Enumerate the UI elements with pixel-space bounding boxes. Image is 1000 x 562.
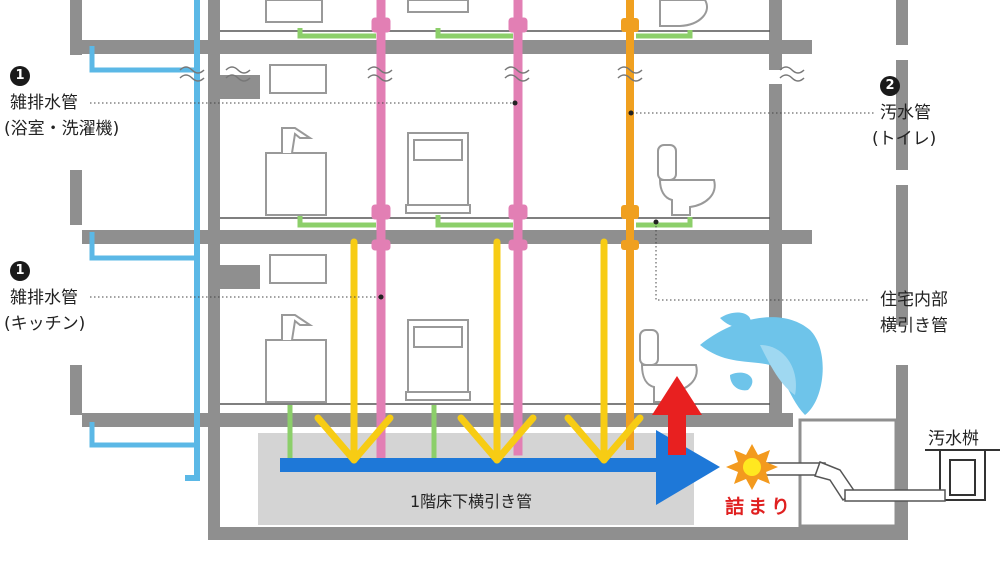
- break-marks: [179, 66, 805, 82]
- leader-dots: [378, 100, 659, 300]
- crawlspace: [258, 433, 694, 525]
- backflow-arrow: [652, 376, 702, 455]
- outlet-pipe: [759, 461, 946, 502]
- fixtures: [265, 0, 716, 403]
- crawlspace-main-pipe: [280, 458, 680, 472]
- drain-flow-arrows: [314, 238, 644, 464]
- misc-kitchen-pipe: [371, 0, 528, 461]
- water-splash-icon: [700, 312, 823, 415]
- sewage-outlet-box: [925, 449, 1000, 501]
- branch-pipe-sublabel: 横引き管: [880, 316, 948, 336]
- sewage-stack: [621, 0, 639, 450]
- sewage-toilet-sublabel: (トイレ): [872, 129, 937, 149]
- label-number-badge: 1: [10, 66, 30, 86]
- misc-kitchen-sublabel: (キッチン): [4, 314, 86, 334]
- sewage-toilet-label: 汚水管: [880, 103, 931, 123]
- clog-label: 詰まり: [725, 496, 795, 518]
- leader-lines: [90, 102, 875, 301]
- branch-pipes: [287, 28, 693, 458]
- misc-bath-label: 雑排水管: [10, 93, 78, 113]
- crawlspace-pipe-label: 1階床下横引き管: [410, 492, 533, 511]
- label-number-badge: 2: [880, 76, 900, 96]
- sewage-outlet-label: 汚水桝: [928, 429, 979, 449]
- misc-bath-sublabel: (浴室・洗濯機): [4, 119, 120, 139]
- label-number-badge: 1: [10, 261, 30, 281]
- misc-bath-pipe: [89, 0, 200, 481]
- misc-kitchen-label: 雑排水管: [10, 288, 78, 308]
- clog-burst-icon: [726, 444, 778, 490]
- branch-pipe-label: 住宅内部: [880, 290, 948, 310]
